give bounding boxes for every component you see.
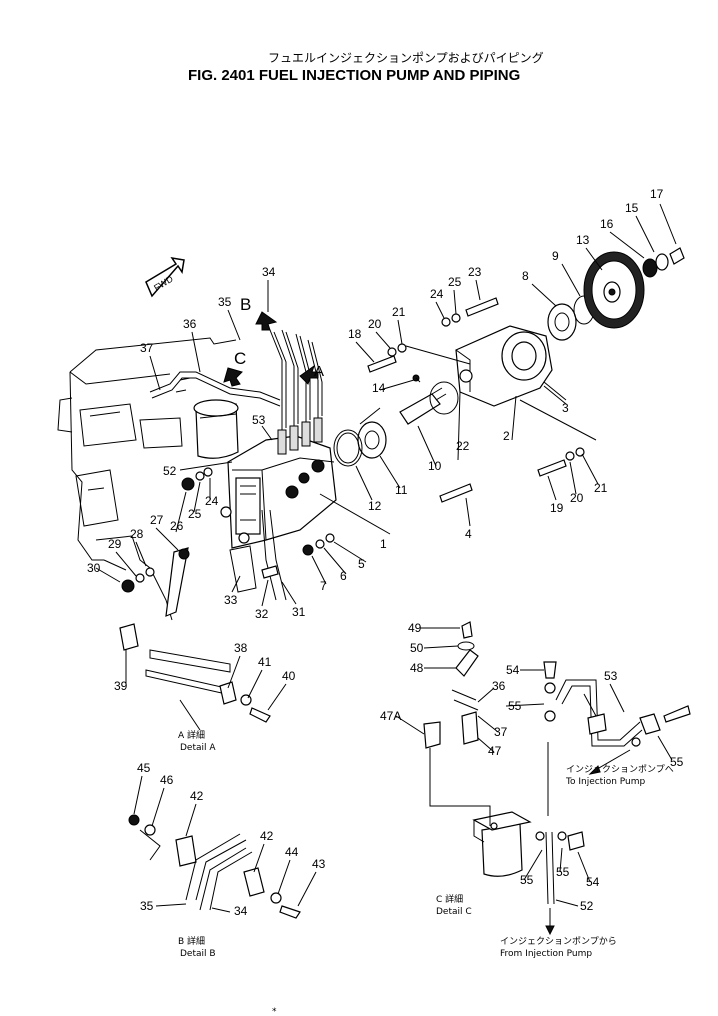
detail-c-en: Detail C xyxy=(436,907,472,917)
drive-housing-group xyxy=(319,247,685,535)
part-label-13: 13 xyxy=(576,233,590,247)
part-label-43: 43 xyxy=(312,857,326,871)
part-label-42a: 42 xyxy=(190,789,204,803)
part-label-35a: 35 xyxy=(218,295,232,309)
part-label-14: 14 xyxy=(372,381,386,395)
part-label-42b: 42 xyxy=(260,829,274,843)
part-label-28: 28 xyxy=(130,527,144,541)
part-label-45: 45 xyxy=(137,761,151,775)
part-labels: 1 2 3 4 5 6 7 8 9 10 11 12 13 14 15 16 1… xyxy=(87,187,684,918)
part-label-4: 4 xyxy=(465,527,472,541)
part-label-3: 3 xyxy=(562,401,569,415)
part-label-25a: 25 xyxy=(448,275,462,289)
detail-b-drawing xyxy=(128,814,301,919)
part-label-47a: 47A xyxy=(380,709,401,723)
part-label-34b: 34 xyxy=(234,904,248,918)
detail-b-en: Detail B xyxy=(180,949,216,959)
part-label-6: 6 xyxy=(340,569,347,583)
engine-block xyxy=(57,337,237,621)
part-label-16: 16 xyxy=(600,217,614,231)
part-label-39: 39 xyxy=(114,679,128,693)
part-label-40: 40 xyxy=(282,669,296,683)
part-label-12: 12 xyxy=(368,499,382,513)
part-label-29: 29 xyxy=(108,537,122,551)
part-label-18: 18 xyxy=(348,327,362,341)
part-label-5: 5 xyxy=(358,557,365,571)
part-label-36b: 36 xyxy=(492,679,506,693)
part-label-22: 22 xyxy=(456,439,470,453)
arrow-label-c: C xyxy=(234,349,246,368)
part-label-20a: 20 xyxy=(368,317,382,331)
part-label-51b: 52 xyxy=(580,899,594,913)
part-label-52a: 53 xyxy=(252,413,266,427)
part-label-11: 11 xyxy=(395,483,408,497)
part-label-1: 1 xyxy=(380,537,387,551)
part-label-53b: 54 xyxy=(586,875,600,889)
part-label-23: 23 xyxy=(468,265,482,279)
part-label-27: 27 xyxy=(150,513,164,527)
part-label-10: 10 xyxy=(428,459,442,473)
detail-a-en: Detail A xyxy=(180,743,216,753)
corner-mark: * xyxy=(272,1007,277,1016)
part-label-54b: 55 xyxy=(670,755,684,769)
title-jp: フュエルインジェクションポンプおよびパイピング xyxy=(268,51,544,65)
from-pump-en: From Injection Pump xyxy=(500,949,592,959)
to-pump-jp: インジェクションポンプへ xyxy=(566,764,674,775)
part-label-20b: 20 xyxy=(570,491,584,505)
part-label-53a: 54 xyxy=(506,663,520,677)
part-label-54c: 55 xyxy=(520,873,534,887)
part-label-38: 38 xyxy=(234,641,248,655)
injection-pump-assembly xyxy=(121,329,337,617)
detail-c-drawing xyxy=(423,621,691,936)
part-label-36a: 36 xyxy=(183,317,197,331)
part-label-21a: 21 xyxy=(392,305,406,319)
part-label-9: 9 xyxy=(552,249,559,263)
part-label-44: 44 xyxy=(285,845,299,859)
part-label-52b: 53 xyxy=(604,669,618,683)
detail-b-jp: B 詳細 xyxy=(178,935,205,947)
part-label-17: 17 xyxy=(650,187,664,201)
part-label-37a: 37 xyxy=(140,341,154,355)
part-label-35b: 35 xyxy=(140,899,154,913)
part-label-19: 19 xyxy=(550,501,564,515)
title-en: FIG. 2401 FUEL INJECTION PUMP AND PIPING xyxy=(188,67,520,84)
part-label-33: 33 xyxy=(224,593,238,607)
part-label-46: 46 xyxy=(160,773,174,787)
part-label-31: 31 xyxy=(292,605,306,619)
part-label-48: 48 xyxy=(410,661,424,675)
part-label-50: 50 xyxy=(410,641,424,655)
to-pump-en: To Injection Pump xyxy=(565,777,646,787)
detail-a-jp: A 詳細 xyxy=(178,729,205,741)
part-label-54d: 55 xyxy=(556,865,570,879)
part-label-49: 49 xyxy=(408,621,422,635)
detail-a-drawing xyxy=(119,623,271,731)
detail-captions: A 詳細 Detail A B 詳細 Detail B C 詳細 Detail … xyxy=(178,729,674,1016)
part-label-37b: 37 xyxy=(494,725,508,739)
callout-arrows: A B C xyxy=(223,295,324,387)
part-label-32: 32 xyxy=(255,607,269,621)
fwd-arrow-icon: FWD xyxy=(145,256,185,298)
part-label-21b: 21 xyxy=(594,481,608,495)
part-label-8: 8 xyxy=(522,269,529,283)
part-label-34a: 34 xyxy=(262,265,276,279)
part-label-15: 15 xyxy=(625,201,639,215)
arrow-label-a: A xyxy=(314,363,324,380)
part-label-24a: 24 xyxy=(430,287,444,301)
part-label-7: 7 xyxy=(320,579,327,593)
from-pump-jp: インジェクションポンプから xyxy=(500,936,617,947)
part-label-30: 30 xyxy=(87,561,101,575)
leader-lines xyxy=(95,203,677,913)
part-label-2: 2 xyxy=(503,429,510,443)
part-label-24b: 24 xyxy=(205,494,219,508)
drive-gear-icon xyxy=(583,251,645,329)
part-label-26: 26 xyxy=(170,519,184,533)
arrow-label-b: B xyxy=(240,295,251,314)
part-label-41: 41 xyxy=(258,655,272,669)
part-label-25b: 25 xyxy=(188,507,202,521)
part-label-51a: 52 xyxy=(163,464,177,478)
part-label-47: 47 xyxy=(488,744,502,758)
detail-c-jp: C 詳細 xyxy=(436,893,463,905)
